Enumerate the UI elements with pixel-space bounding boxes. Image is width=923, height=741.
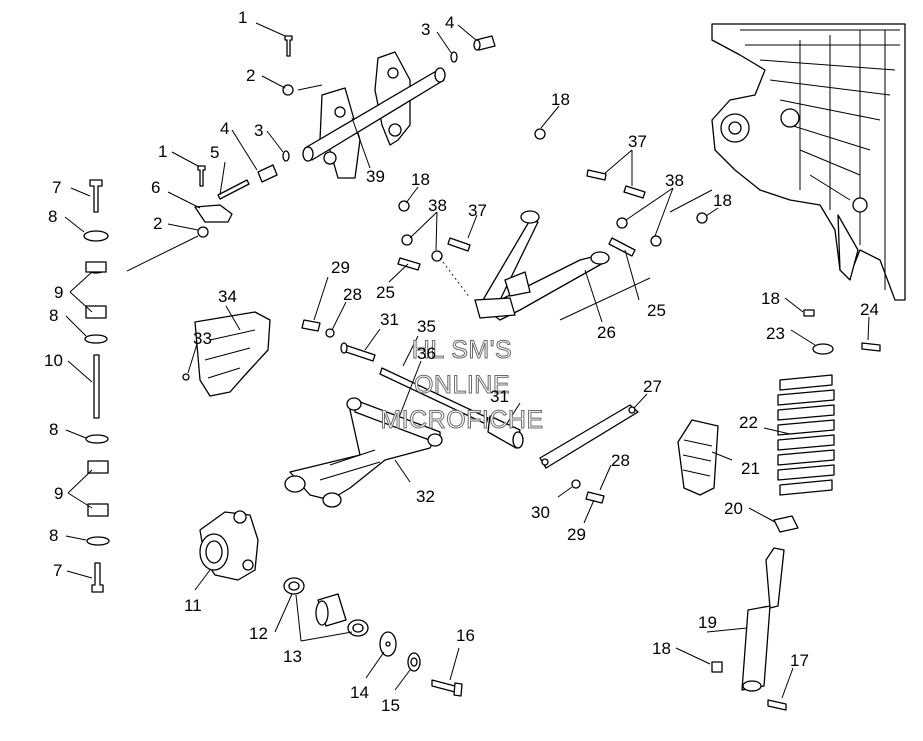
- callout-label: 7: [52, 178, 61, 197]
- callout-label: 15: [381, 696, 400, 715]
- callout-label: 23: [766, 324, 785, 343]
- callout-numbers: 1 1 2 2 3 3 4 4 5 6 7 7 8 8 8 8 9 9 10 1…: [44, 8, 879, 715]
- callout-label: 8: [49, 306, 58, 325]
- callout-label: 4: [445, 13, 454, 32]
- callout-label: 37: [628, 132, 647, 151]
- skid-plate-34: [182, 311, 271, 397]
- callout-label: 16: [456, 626, 475, 645]
- callout-label: 28: [343, 285, 362, 304]
- callout-label: 12: [249, 624, 268, 643]
- callout-label: 33: [193, 329, 212, 348]
- callout-label: 2: [246, 66, 255, 85]
- callout-label: 36: [417, 344, 436, 363]
- callout-label: 5: [210, 143, 219, 162]
- watermark: HL SM'S ONLINE MICROFICHE: [380, 336, 544, 435]
- lower-a-arm-32: [284, 397, 443, 508]
- callout-label: 28: [611, 451, 630, 470]
- frame-section: [711, 23, 906, 301]
- callout-label: 24: [860, 300, 879, 319]
- callout-label: 10: [44, 351, 63, 370]
- callout-label: 18: [713, 191, 732, 210]
- callout-label: 27: [643, 377, 662, 396]
- hardware-top: [126, 35, 496, 272]
- callout-label: 25: [647, 301, 666, 320]
- watermark-line-3: MICROFICHE: [380, 406, 543, 434]
- callout-label: 31: [490, 387, 509, 406]
- callout-label: 29: [567, 525, 586, 544]
- callout-label: 9: [54, 283, 63, 302]
- callout-label: 9: [54, 484, 63, 503]
- callout-label: 1: [158, 142, 167, 161]
- callout-label: 29: [331, 258, 350, 277]
- left-fastener-stack: [83, 179, 110, 593]
- callout-label: 22: [739, 413, 758, 432]
- callout-label: 32: [416, 487, 435, 506]
- callout-label: 14: [350, 683, 369, 702]
- callout-label: 18: [551, 90, 570, 109]
- callout-label: 31: [380, 310, 399, 329]
- callout-label: 8: [49, 420, 58, 439]
- callout-label: 3: [421, 20, 430, 39]
- callout-label: 3: [254, 121, 263, 140]
- callout-label: 13: [283, 647, 302, 666]
- leader-lines: [64, 22, 870, 699]
- bushing-set: [283, 577, 463, 697]
- callout-label: 11: [184, 596, 202, 615]
- callout-label: 6: [151, 178, 160, 197]
- callout-label: 30: [531, 503, 550, 522]
- callout-label: 38: [428, 196, 447, 215]
- callout-label: 7: [53, 561, 62, 580]
- callout-label: 35: [417, 317, 436, 336]
- callout-label: 37: [468, 201, 487, 220]
- callout-label: 18: [652, 639, 671, 658]
- callout-label: 8: [49, 526, 58, 545]
- callout-label: 2: [153, 214, 162, 233]
- callout-label: 1: [238, 8, 247, 27]
- callout-label: 8: [48, 207, 57, 226]
- mounting-bracket-39: [302, 51, 446, 179]
- bearing-carrier-11: [199, 510, 259, 581]
- callout-label: 21: [741, 459, 760, 478]
- callout-label: 39: [366, 167, 385, 186]
- callout-label: 38: [665, 171, 684, 190]
- callout-label: 26: [597, 323, 616, 342]
- watermark-line-1: HL SM'S: [412, 336, 512, 364]
- shock-absorber-assembly: [677, 309, 881, 711]
- callout-label: 4: [220, 119, 229, 138]
- callout-label: 20: [724, 499, 743, 518]
- callout-label: 17: [790, 651, 809, 670]
- strap-27: [539, 404, 639, 504]
- upper-a-arm-26: [474, 210, 610, 321]
- callout-label: 18: [411, 170, 430, 189]
- pivot-bolts: [301, 128, 713, 449]
- callout-label: 25: [376, 283, 395, 302]
- callout-label: 34: [218, 287, 237, 306]
- callout-label: 18: [761, 289, 780, 308]
- watermark-line-2: ONLINE: [414, 371, 510, 399]
- callout-label: 19: [698, 613, 717, 632]
